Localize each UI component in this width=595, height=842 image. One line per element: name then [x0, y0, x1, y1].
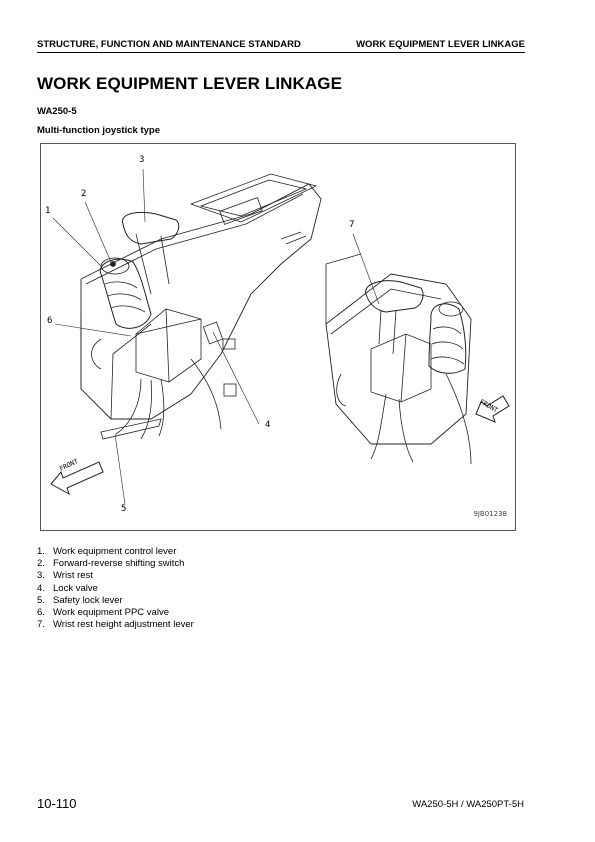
callout-5: 5 — [121, 504, 127, 514]
list-item: 2.Forward-reverse shifting switch — [37, 558, 185, 570]
model-heading: WA250-5 — [37, 106, 77, 117]
callout-4: 4 — [265, 420, 271, 430]
callout-3: 3 — [139, 155, 145, 165]
callout-1: 1 — [45, 206, 51, 216]
callout-7: 7 — [349, 220, 355, 230]
header-topic: WORK EQUIPMENT LEVER LINKAGE — [356, 38, 525, 50]
parts-list: 1.Work equipment control lever 2.Forward… — [37, 546, 194, 631]
list-item: 4.Lock valve — [37, 582, 98, 594]
right-console-body — [325, 253, 510, 465]
list-item: 5.Safety lock lever — [37, 594, 123, 606]
figure-code: 9JB01238 — [473, 510, 507, 518]
page-title: WORK EQUIPMENT LEVER LINKAGE — [37, 74, 343, 93]
linkage-illustration: 1 2 3 4 5 6 7 FRONT FRONT 9JB01238 — [40, 143, 516, 531]
callout-leaders — [52, 168, 380, 505]
left-console-body — [50, 173, 322, 496]
list-item: 1.Work equipment control lever — [37, 546, 177, 557]
list-item: 6.Work equipment PPC valve — [37, 607, 169, 619]
running-header: STRUCTURE, FUNCTION AND MAINTENANCE STAN… — [37, 36, 525, 52]
list-item: 7.Wrist rest height adjustment lever — [37, 619, 194, 631]
linkage-drawing — [50, 168, 510, 505]
header-section: STRUCTURE, FUNCTION AND MAINTENANCE STAN… — [37, 38, 301, 50]
header-divider — [37, 52, 525, 53]
callout-6: 6 — [47, 316, 53, 326]
list-item: 3.Wrist rest — [37, 570, 93, 582]
footer-model: WA250-5H / WA250PT-5H — [412, 799, 524, 810]
callout-2: 2 — [81, 189, 87, 199]
joystick-type-heading: Multi-function joystick type — [37, 125, 160, 136]
page-number: 10-110 — [37, 796, 77, 811]
